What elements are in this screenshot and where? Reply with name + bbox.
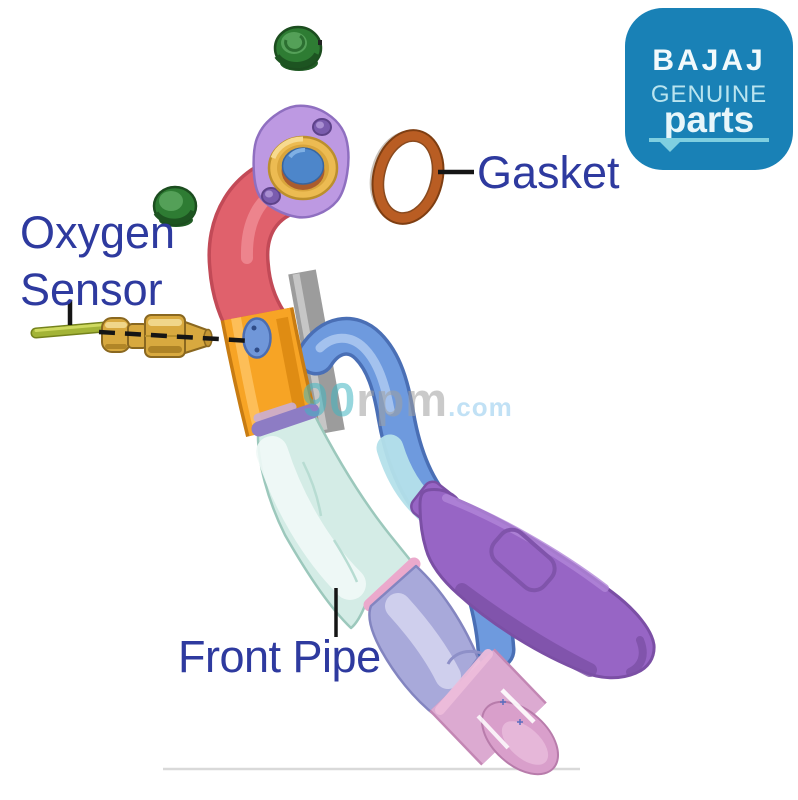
boss-dot-bottom	[254, 347, 260, 353]
sensor-hex-highlight	[148, 319, 182, 326]
band-violet	[251, 403, 320, 437]
boss-body	[242, 317, 272, 359]
orange-highlight	[231, 317, 262, 426]
watermark-seg3: .com	[448, 392, 513, 422]
sensor-wire	[32, 323, 109, 337]
box-bottom-shade	[455, 583, 597, 677]
leader-lines	[67, 169, 474, 637]
box-panel	[489, 527, 557, 593]
muffler-body-teal	[251, 402, 413, 630]
gasket-ring	[369, 129, 445, 225]
badge-brand-text: BAJAJ	[652, 44, 766, 77]
watermark-seg1: 90	[302, 373, 357, 426]
sensor-collar-highlight	[105, 322, 127, 328]
bajaj-genuine-parts-badge: BAJAJ GENUINE parts	[625, 8, 793, 170]
badge-genuine-text: GENUINE	[650, 81, 768, 108]
lower-body-periwinkle	[368, 564, 491, 718]
teal-highlight	[256, 436, 366, 600]
gasket-body	[372, 130, 444, 224]
oxygen-sensor-label: Oxygen Sensor	[20, 204, 175, 318]
tip-end-inner	[501, 721, 549, 765]
bypass-highlight	[315, 333, 395, 415]
tip-gloss-1	[500, 688, 536, 724]
teal-crease-2	[332, 539, 359, 583]
gasket-inner-edge	[382, 140, 434, 214]
sensor-collar-shadow	[105, 344, 127, 349]
inlet-port	[281, 147, 325, 185]
band-pink	[363, 557, 421, 612]
tip-gloss-2	[476, 714, 510, 750]
boss-dot-top	[251, 325, 257, 331]
mounting-bolt-left	[152, 185, 198, 227]
badge-arrow-icon	[659, 141, 681, 152]
speck	[318, 40, 322, 45]
teal-crease-1	[301, 461, 323, 517]
tail-tip-pink	[429, 648, 560, 776]
gasket-outer-edge	[371, 129, 445, 225]
bolt-facet-line	[284, 34, 306, 52]
resonator-box	[410, 480, 656, 680]
inlet-flange	[252, 104, 350, 219]
oxygen-sensor-label-line2: Sensor	[20, 264, 163, 315]
flange-hole-top-inner	[316, 121, 324, 129]
periwinkle-highlight	[385, 593, 461, 689]
tip-speck-2	[517, 719, 523, 725]
badge-parts-text: parts	[663, 99, 755, 140]
bolt-shade	[274, 52, 320, 68]
flange-hole-bottom-inner	[265, 190, 273, 198]
box-end-shade	[626, 636, 647, 676]
collar-highlight	[270, 136, 304, 160]
sensor-hex-shadow	[148, 346, 182, 353]
watermark-seg2: rpm	[356, 373, 449, 426]
mounting-bolt-top	[273, 25, 323, 71]
gasket-label: Gasket	[477, 147, 620, 198]
port-highlight	[288, 147, 306, 159]
oxygen-sensor-label-line1: Oxygen	[20, 207, 176, 258]
teal-body	[256, 410, 413, 630]
band-lavender	[253, 402, 297, 423]
oxygen-sensor-boss	[242, 317, 272, 359]
tip-speck-1	[500, 699, 506, 705]
sensor-wire-highlight	[34, 323, 107, 332]
bolt-shade	[153, 209, 196, 225]
badge-underline	[649, 138, 769, 142]
bolt-facet	[159, 191, 183, 211]
tip-start-ring	[435, 649, 493, 715]
front-pipe-label: Front Pipe	[178, 631, 381, 682]
